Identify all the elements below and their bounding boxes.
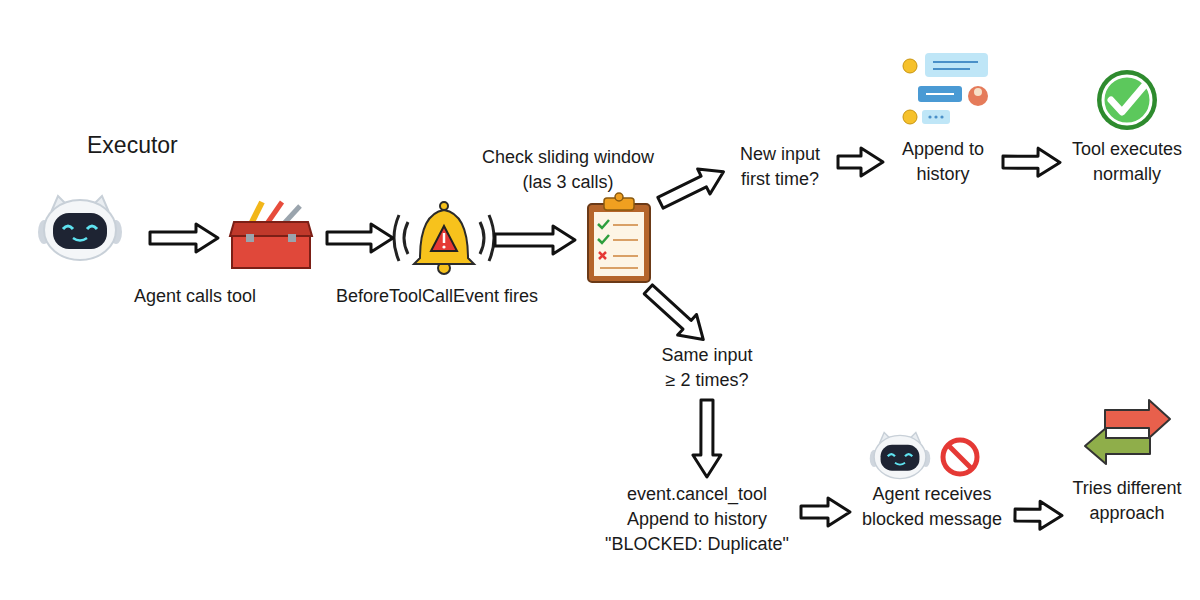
bell-icon bbox=[480, 222, 484, 254]
blocked-icon bbox=[948, 445, 972, 469]
step-text: New input first time? bbox=[728, 142, 833, 192]
swap-icon bbox=[1105, 400, 1170, 438]
clipboard-icon bbox=[598, 235, 609, 243]
chat-icon bbox=[933, 61, 978, 63]
step-text: BeforeToolCallEvent fires bbox=[317, 284, 557, 309]
check-icon bbox=[1097, 70, 1157, 130]
step-text: Same input ≥ 2 times? bbox=[657, 343, 757, 393]
flow-arrow bbox=[801, 498, 850, 526]
step-text: Append to history bbox=[888, 137, 998, 187]
flow-arrow bbox=[693, 400, 721, 477]
chat-icon bbox=[922, 110, 950, 124]
step-text: Tries different approach bbox=[1067, 476, 1187, 526]
flow-step: Check sliding window (las 3 calls) bbox=[580, 194, 656, 286]
chat-icon bbox=[934, 115, 937, 118]
bell-icon bbox=[443, 233, 446, 243]
clipboard-icon bbox=[615, 193, 623, 201]
flow-arrow bbox=[644, 285, 703, 340]
chat-icon bbox=[926, 93, 954, 95]
decor-arrow bbox=[150, 224, 218, 252]
toolbox-icon bbox=[232, 236, 310, 268]
flow-step: Append to history bbox=[888, 50, 998, 185]
robot-icon bbox=[38, 196, 122, 260]
clipboard-icon bbox=[588, 193, 650, 282]
toolbox-icon bbox=[230, 222, 312, 236]
clipboard-icon bbox=[613, 224, 638, 226]
decor-arrow bbox=[150, 224, 218, 252]
swap-icon bbox=[1085, 428, 1150, 464]
flow-arrow bbox=[495, 226, 575, 254]
chat-icon bbox=[903, 53, 988, 124]
bell-icon bbox=[440, 202, 448, 210]
clipboard-icon bbox=[613, 255, 638, 257]
clipboard-icon bbox=[599, 252, 606, 259]
clipboard-icon bbox=[594, 212, 644, 276]
clipboard-icon bbox=[588, 204, 650, 282]
flow-arrow bbox=[658, 169, 724, 208]
flow-arrow bbox=[838, 148, 883, 176]
blocked-icon bbox=[943, 440, 977, 474]
flow-step: Same input ≥ 2 times? bbox=[657, 343, 757, 395]
blocked-icon bbox=[943, 440, 977, 474]
chat-icon bbox=[928, 115, 931, 118]
bell-icon bbox=[394, 215, 399, 261]
chat-icon bbox=[918, 86, 962, 102]
chat-icon bbox=[974, 88, 982, 96]
robot-icon bbox=[38, 196, 122, 260]
step-text: Check sliding window (las 3 calls) bbox=[476, 145, 661, 195]
clipboard-icon bbox=[598, 220, 609, 228]
bell-icon bbox=[489, 215, 494, 261]
step-text: Agent calls tool bbox=[110, 284, 280, 309]
bell-icon bbox=[414, 210, 474, 264]
chat-icon bbox=[903, 110, 917, 124]
section-label: Executor bbox=[87, 131, 178, 159]
robot-icon bbox=[870, 433, 930, 479]
bell-icon bbox=[442, 245, 445, 248]
flow-step: event.cancel_tool Append to history "BLO… bbox=[598, 482, 796, 562]
flow-step: New input first time? bbox=[728, 142, 833, 192]
chat-icon bbox=[933, 68, 970, 70]
chat-icon bbox=[968, 86, 988, 106]
flow-arrow bbox=[327, 224, 393, 252]
chat-icon bbox=[940, 115, 943, 118]
flow-step: Tries different approach bbox=[1067, 398, 1187, 523]
check-icon bbox=[1111, 86, 1144, 112]
flow-arrow bbox=[1003, 148, 1060, 176]
flow-step: Agent calls tool bbox=[230, 200, 322, 272]
toolbox-icon bbox=[230, 202, 312, 268]
toolbox-icon bbox=[246, 234, 254, 242]
step-text: Tool executes normally bbox=[1065, 137, 1190, 187]
flow-step: BeforeToolCallEvent fires bbox=[398, 198, 490, 278]
check-icon bbox=[1097, 70, 1157, 130]
chat-icon bbox=[925, 53, 988, 77]
bell-icon bbox=[431, 226, 457, 251]
flow-step: Tool executes normally bbox=[1065, 66, 1190, 188]
robot-icon bbox=[870, 433, 930, 479]
step-text: event.cancel_tool Append to history "BLO… bbox=[598, 482, 796, 557]
check-icon bbox=[1103, 76, 1151, 124]
flow-arrow bbox=[1015, 501, 1062, 529]
clipboard-icon bbox=[600, 267, 638, 269]
clipboard-icon bbox=[613, 239, 638, 241]
swap-icon bbox=[1085, 400, 1170, 464]
bell-icon bbox=[404, 222, 408, 254]
chat-icon bbox=[903, 59, 917, 73]
bell-icon bbox=[394, 202, 494, 274]
toolbox-icon bbox=[288, 234, 296, 242]
step-text: Agent receives blocked message bbox=[855, 482, 1010, 532]
flow-step: Agent receives blocked message bbox=[855, 432, 1010, 532]
